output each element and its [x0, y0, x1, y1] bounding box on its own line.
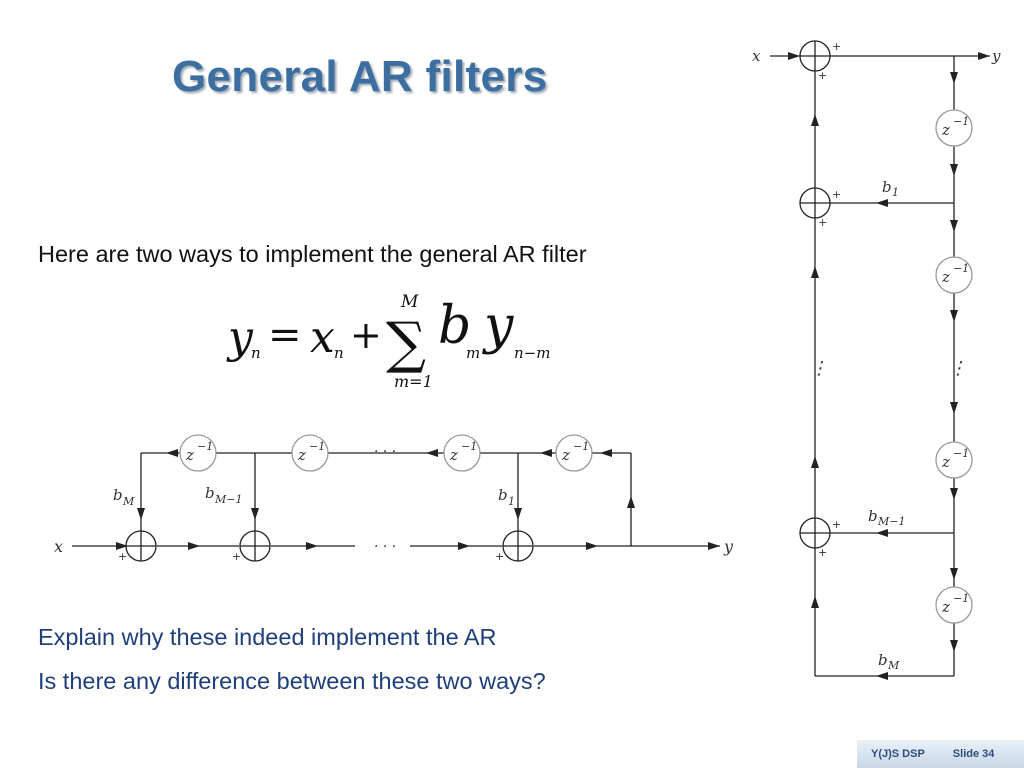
h-delay-2: z −1 — [443, 434, 481, 472]
arrow-input — [116, 542, 128, 550]
svg-text:z: z — [561, 446, 570, 464]
svg-text:−1: −1 — [953, 115, 969, 128]
h-delay-3: z −1 — [291, 434, 329, 472]
question-2: Is there any difference between these tw… — [38, 668, 546, 694]
svg-text:+: + — [818, 69, 827, 82]
svg-text:1: 1 — [508, 495, 515, 508]
svg-text:z: z — [449, 446, 458, 464]
svg-text:+: + — [832, 518, 841, 531]
svg-text:z: z — [185, 446, 194, 464]
eq-b-sub: m — [466, 344, 480, 362]
v-ellipsis-right: ⋮ — [949, 358, 967, 379]
svg-text:M: M — [887, 659, 900, 672]
eq-y: y — [482, 296, 514, 356]
eq-b: b — [438, 296, 471, 356]
h-ellipsis-top: · · · — [374, 444, 396, 460]
svg-text:−1: −1 — [953, 447, 969, 460]
svg-text:−1: −1 — [309, 440, 325, 453]
h-ellipsis-bottom: · · · — [374, 539, 396, 555]
svg-text:M−1: M−1 — [214, 493, 242, 506]
v-input-label: x — [752, 47, 761, 65]
h-coef-b1: b — [498, 486, 508, 504]
eq-sum-lower: m=1 — [394, 372, 433, 391]
svg-text:+: + — [818, 546, 827, 559]
h-delay-4: z −1 — [179, 434, 217, 472]
h-delay-1: z −1 — [555, 434, 593, 472]
svg-text:z: z — [941, 453, 950, 471]
v-delay-1: z −1 — [935, 109, 973, 147]
svg-text:M: M — [122, 495, 135, 508]
v-delay-2: z −1 — [935, 256, 973, 294]
v-delay-3: z −1 — [935, 441, 973, 479]
svg-text:+: + — [232, 550, 241, 563]
eq-x: x — [310, 312, 335, 363]
v-coef-bM: b — [878, 651, 888, 669]
intro-text: Here are two ways to implement the gener… — [38, 241, 587, 267]
svg-text:−1: −1 — [573, 440, 589, 453]
svg-text:M−1: M−1 — [877, 515, 905, 528]
h-output-label: y — [723, 537, 734, 556]
h-coef-bM1: b — [205, 484, 215, 502]
h-coef-bM: b — [113, 486, 123, 504]
question-1: Explain why these indeed implement the A… — [38, 624, 497, 650]
svg-text:+: + — [832, 188, 841, 201]
svg-text:−1: −1 — [197, 440, 213, 453]
eq-sum-upper: M — [400, 292, 419, 312]
svg-text:z: z — [297, 446, 306, 464]
svg-text:−1: −1 — [953, 262, 969, 275]
svg-text:z: z — [941, 121, 950, 139]
v-delay-4: z −1 — [935, 586, 973, 624]
slide-title: General AR filters — [172, 52, 548, 101]
eq-lhs: y — [226, 312, 254, 363]
v-output-label: y — [991, 47, 1001, 65]
footer-slide-number: Slide 34 — [952, 748, 995, 760]
h-input-label: x — [54, 537, 63, 556]
eq-plus: + — [350, 313, 382, 357]
footer-course: Y(J)S DSP — [871, 748, 925, 760]
svg-text:1: 1 — [892, 186, 899, 199]
svg-text:+: + — [832, 40, 841, 53]
v-coef-b1: b — [882, 178, 892, 196]
eq-sum-sign: ∑ — [386, 311, 426, 376]
svg-text:−1: −1 — [953, 592, 969, 605]
svg-text:−1: −1 — [461, 440, 477, 453]
v-coef-bM1: b — [868, 507, 878, 525]
svg-text:+: + — [818, 216, 827, 229]
eq-equals: = — [268, 312, 302, 358]
v-ellipsis-left: ⋮ — [810, 358, 828, 379]
eq-lhs-sub: n — [251, 344, 261, 362]
svg-text:+: + — [495, 550, 504, 563]
svg-text:+: + — [118, 550, 127, 563]
eq-y-sub: n−m — [514, 344, 550, 362]
slide-footer: Y(J)S DSP Slide 34 — [857, 740, 1024, 768]
svg-text:z: z — [941, 598, 950, 616]
eq-x-sub: n — [334, 344, 344, 362]
svg-text:z: z — [941, 268, 950, 286]
